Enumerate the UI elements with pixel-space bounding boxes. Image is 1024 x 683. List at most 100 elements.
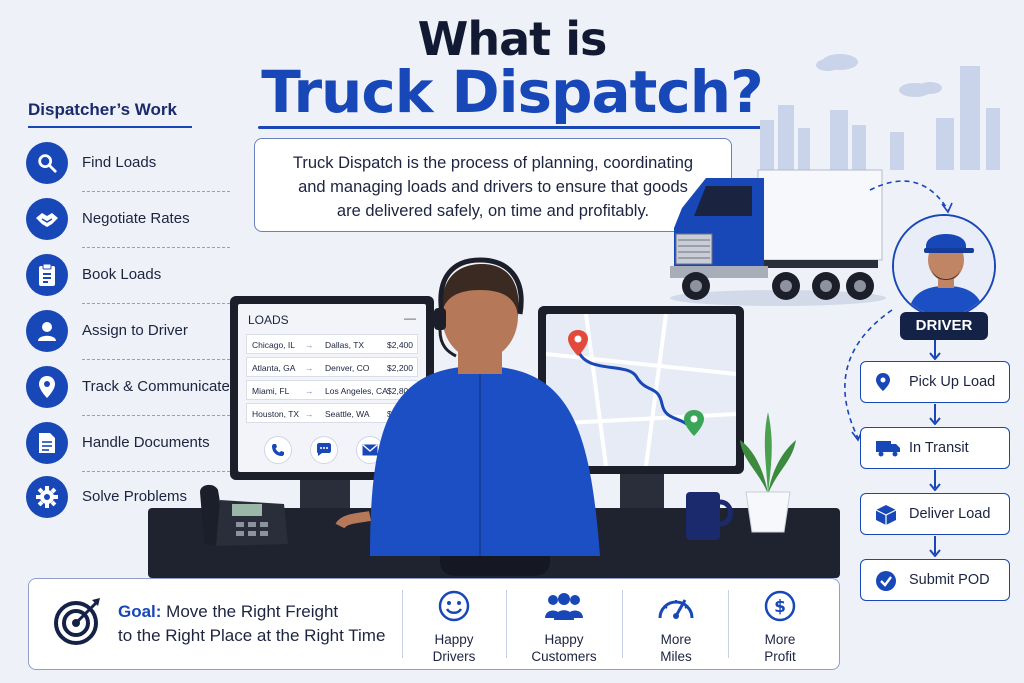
title-line-2: Truck Dispatch? [261,58,763,126]
arrow-right-icon: → [305,386,314,396]
sidebar-item-label: Handle Documents [82,434,210,451]
load-price: $2,800 [387,386,413,396]
mail-icon[interactable] [356,436,384,464]
document-icon [26,422,68,464]
load-destination: Seattle, WA [325,409,370,419]
divider [402,590,403,658]
search-icon [26,142,68,184]
check-circle-icon [875,570,897,597]
driver-label: DRIVER [900,312,988,340]
plant-illustration [740,412,796,533]
sidebar-heading-underline [28,126,192,128]
sidebar-item-label: Solve Problems [82,488,188,505]
dollar-icon: $ [764,590,796,622]
arrow-down-icon [929,352,941,360]
table-row[interactable]: Miami, FL → Los Angeles, CA $2,800 [246,380,418,400]
sidebar-item-find-loads: Find Loads [26,142,230,198]
box-icon [875,504,897,531]
smile-icon [438,590,470,622]
metric-line-2: Customers [531,649,597,664]
mug-illustration [686,492,733,540]
people-icon [545,593,583,620]
minimize-icon[interactable]: — [404,311,416,325]
load-origin: Miami, FL [252,386,290,396]
speedometer-icon [658,599,694,619]
arrow-down-icon [929,483,941,491]
load-destination: Dallas, TX [325,340,365,350]
desk-phone-illustration [200,484,288,546]
title-line-1: What is [417,12,608,66]
load-destination: Los Angeles, CA [325,386,388,396]
load-origin: Chicago, IL [252,340,295,350]
goal-text-1: Move the Right Freight [161,602,339,621]
step-label: Deliver Load [909,506,991,522]
chat-icon[interactable] [310,436,338,464]
flow-arrow [934,340,936,358]
sidebar-item-label: Find Loads [82,154,157,171]
flow-connector-lines [844,180,953,442]
load-origin: Atlanta, GA [252,363,296,373]
sidebar-item-label: Assign to Driver [82,322,188,339]
sidebar-item-negotiate-rates: Negotiate Rates [26,198,230,254]
arrow-down-icon [929,417,941,425]
title-underline [258,126,770,129]
load-origin: Houston, TX [252,409,300,419]
dispatcher-person [335,257,600,576]
metric-line-2: Profit [764,649,796,664]
handshake-icon [26,198,68,240]
step-in-transit: In Transit [860,427,1010,469]
monitor-stand [620,472,664,508]
sidebar-item-book-loads: Book Loads [26,254,230,310]
metric-line-2: Miles [660,649,692,664]
definition-line-3: are delivered safely, on time and profit… [336,202,650,220]
load-price: $2,400 [387,340,413,350]
sidebar-item-label: Track & Communicate [82,378,230,395]
city-skyline-illustration [760,54,1000,170]
truck-icon [875,438,901,463]
sidebar-item-label: Negotiate Rates [82,210,190,227]
table-row[interactable]: Atlanta, GA → Denver, CO $2,200 [246,357,418,377]
metric-line-1: Happy [544,632,584,647]
flow-arrow [934,536,936,554]
metric-line-1: More [764,632,796,647]
clipboard-icon [26,254,68,296]
driver-avatar [892,214,996,318]
truck-illustration [670,169,886,306]
goal-bar [28,578,840,670]
flow-arrow [934,470,936,488]
phone-icon[interactable] [264,436,292,464]
flow-arrow [934,404,936,422]
definition-line-1: Truck Dispatch is the process of plannin… [292,154,694,172]
goal-line-1: Goal: Move the Right Freight [118,602,338,622]
monitor-stand [300,478,350,508]
sidebar-item-label: Book Loads [82,266,162,283]
gear-icon [26,476,68,518]
load-destination: Denver, CO [325,363,370,373]
sidebar-heading: Dispatcher’s Work [28,100,177,119]
step-deliver-load: Deliver Load [860,493,1010,535]
metric-line-2: Drivers [432,649,476,664]
target-icon [54,598,100,645]
definition-box: Truck Dispatch is the process of plannin… [254,138,732,232]
goal-label: Goal: [118,602,162,621]
sidebar-item-solve-problems: Solve Problems [26,476,206,532]
arrow-down-icon [929,549,941,557]
metric-line-1: Happy [434,632,474,647]
location-pin-icon [26,366,68,408]
svg-text:$: $ [774,597,786,617]
table-row[interactable]: Chicago, IL → Dallas, TX $2,400 [246,334,418,354]
divider [506,590,507,658]
loads-heading: LOADS [248,313,289,327]
step-submit-pod: Submit POD [860,559,1010,601]
metric-line-1: More [660,632,692,647]
divider [728,590,729,658]
arrow-right-icon: → [305,363,314,373]
step-pick-up-load: Pick Up Load [860,361,1010,403]
sidebar-item-track-communicate: Track & Communicate [26,366,230,422]
load-price: $2,200 [387,363,413,373]
step-label: Submit POD [909,572,990,588]
sidebar-item-handle-documents: Handle Documents [26,422,230,478]
arrow-right-icon: → [305,409,314,419]
